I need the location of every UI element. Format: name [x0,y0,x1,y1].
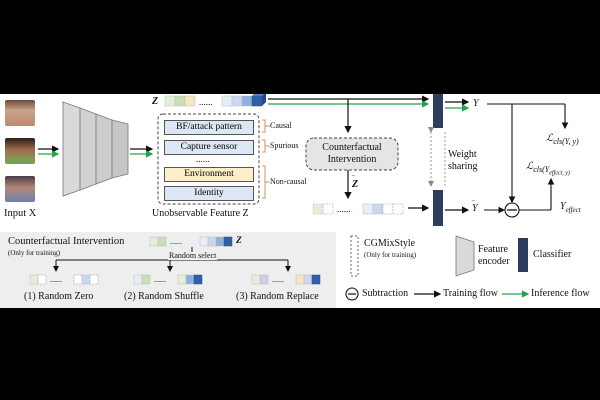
non-causal-label: Non-causal [270,177,307,186]
z-feature-strip [164,94,266,107]
random-zero-strip [29,274,99,285]
z-dots: ...... [199,97,213,107]
feature-box-bf-attack: BF/attack pattern [164,120,254,135]
y-effect-label: Yeffect [560,201,581,214]
loss-effect-label: ℒcls(Yeffect, y) [526,161,570,177]
bottom-subtitle: (Only for training) [8,249,61,257]
z-label: Z [152,96,159,107]
diagram-canvas: Input X [0,94,600,308]
inference-flow-legend-label: Inference flow [531,288,590,299]
classifier-bottom [433,190,443,226]
cgmix-legend-label: CGMixStyle [364,238,416,249]
feature-dots: ...... [196,154,210,164]
counterfactual-intervention-box [305,137,399,171]
option-random-shuffle: (2) Random Shuffle [124,291,204,302]
classifier-top [433,94,443,128]
feature-box-environment: Environment [164,167,254,182]
loss-cls-label: ℒcls(Y, y) [546,133,579,146]
y-bar-label: Y [472,203,478,214]
bottom-z-dots: ...... [170,237,182,246]
random-select-label: Random select [168,251,218,260]
unobservable-feature-box [157,113,260,205]
cgmix-legend-sub: (Only for training) [364,251,417,259]
face-image-3 [5,176,35,202]
replace-dots: ...... [272,275,284,284]
z-bar-dots: ...... [337,204,351,214]
zero-dots: ...... [50,275,62,284]
y-label: Y [473,98,479,109]
random-shuffle-strip [133,274,203,285]
face-image-1 [5,100,35,126]
face-image-2 [5,138,35,164]
unobservable-label: Unobservable Feature Z [152,208,249,219]
z-bar-feature-strip [312,203,404,215]
spurious-label: Spurious [270,141,299,150]
feature-encoder-legend-icon [455,235,475,277]
diagram-lines [0,94,569,308]
subtraction-legend-label: Subtraction [362,288,409,299]
classifier-legend-label: Classifier [533,249,572,260]
feature-box-capture-sensor: Capture sensor [164,140,254,155]
causal-label: Causal [270,121,292,130]
y-bar-overline: ‾ [472,200,475,209]
feature-box-identity: Identity [164,186,254,201]
option-random-replace: (3) Random Replace [236,291,319,302]
bottom-z-label: Z [236,236,242,246]
feature-encoder [62,101,129,197]
training-flow-legend-label: Training flow [443,288,498,299]
z-bar-label: Z [352,179,359,190]
bottom-z-strip [149,236,233,247]
bottom-title: Counterfactual Intervention [8,236,125,247]
input-x-label: Input X [4,208,37,219]
z-bar-overline: ‾ [352,175,355,184]
cgmix-legend-icon [350,235,359,277]
shuffle-dots: ...... [154,275,166,284]
option-random-zero: (1) Random Zero [24,291,94,302]
classifier-legend-icon [518,238,528,272]
random-replace-strip [251,274,321,285]
